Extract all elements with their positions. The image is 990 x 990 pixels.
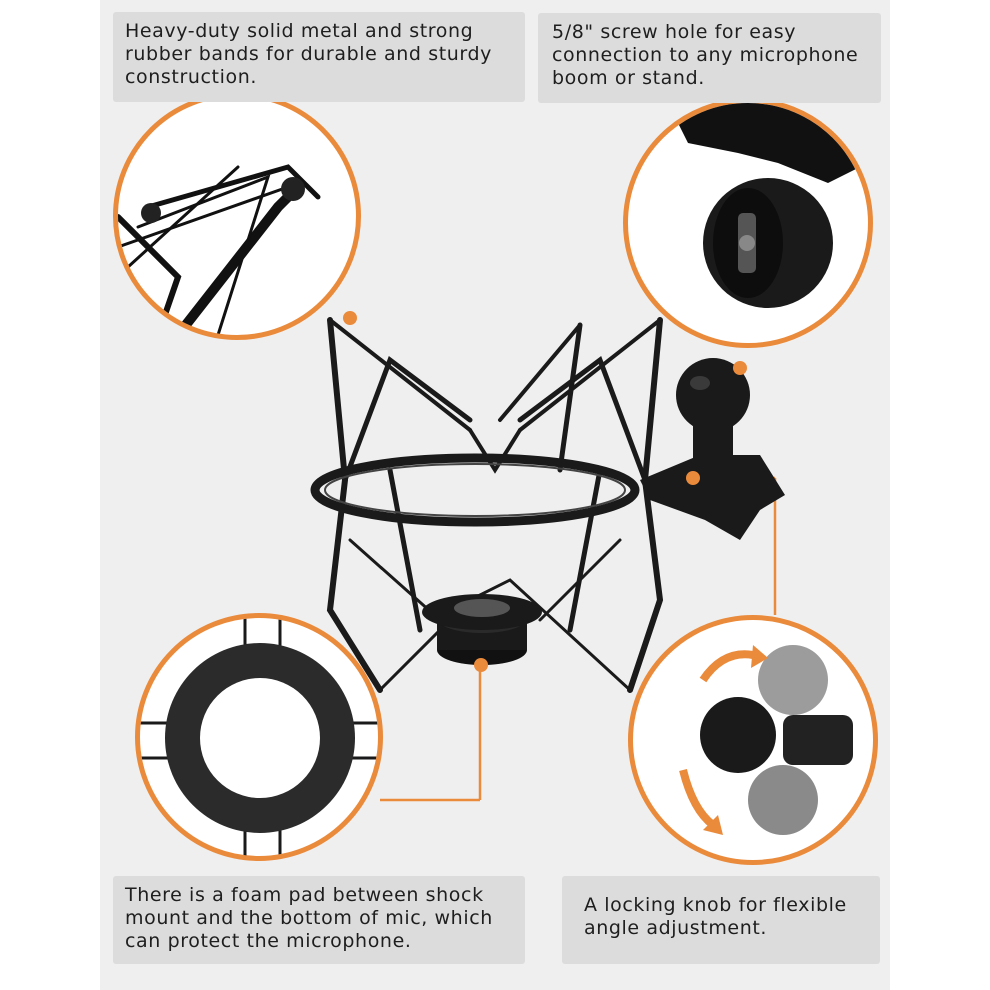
screw-hole-closeup xyxy=(668,103,868,308)
detail-circle-screw xyxy=(623,98,873,348)
angle-adjust-closeup xyxy=(679,645,853,835)
foam-cup xyxy=(422,594,542,665)
detail-circle-foam xyxy=(135,613,383,861)
marker-dot-foam xyxy=(474,658,488,672)
marker-dot-screw xyxy=(733,361,747,375)
caption-foam-pad: There is a foam pad between shock mount … xyxy=(113,876,525,964)
caption-locking-knob: A locking knob for flexible angle adjust… xyxy=(562,876,880,964)
curved-arrow-up-icon xyxy=(699,650,754,683)
caption-screw-hole: 5/8" screw hole for easy connection to a… xyxy=(538,13,881,103)
rubber-band-closeup xyxy=(118,164,321,335)
curved-arrow-down-icon xyxy=(679,769,716,829)
detail-circle-knob xyxy=(628,615,878,865)
caption-metal-bands: Heavy-duty solid metal and strong rubber… xyxy=(113,12,525,102)
ball-joint xyxy=(640,358,785,540)
foam-pad-closeup xyxy=(140,618,378,856)
shock-mount-frame xyxy=(310,317,664,693)
marker-dot-bands xyxy=(343,311,357,325)
detail-circle-bands xyxy=(113,92,361,340)
